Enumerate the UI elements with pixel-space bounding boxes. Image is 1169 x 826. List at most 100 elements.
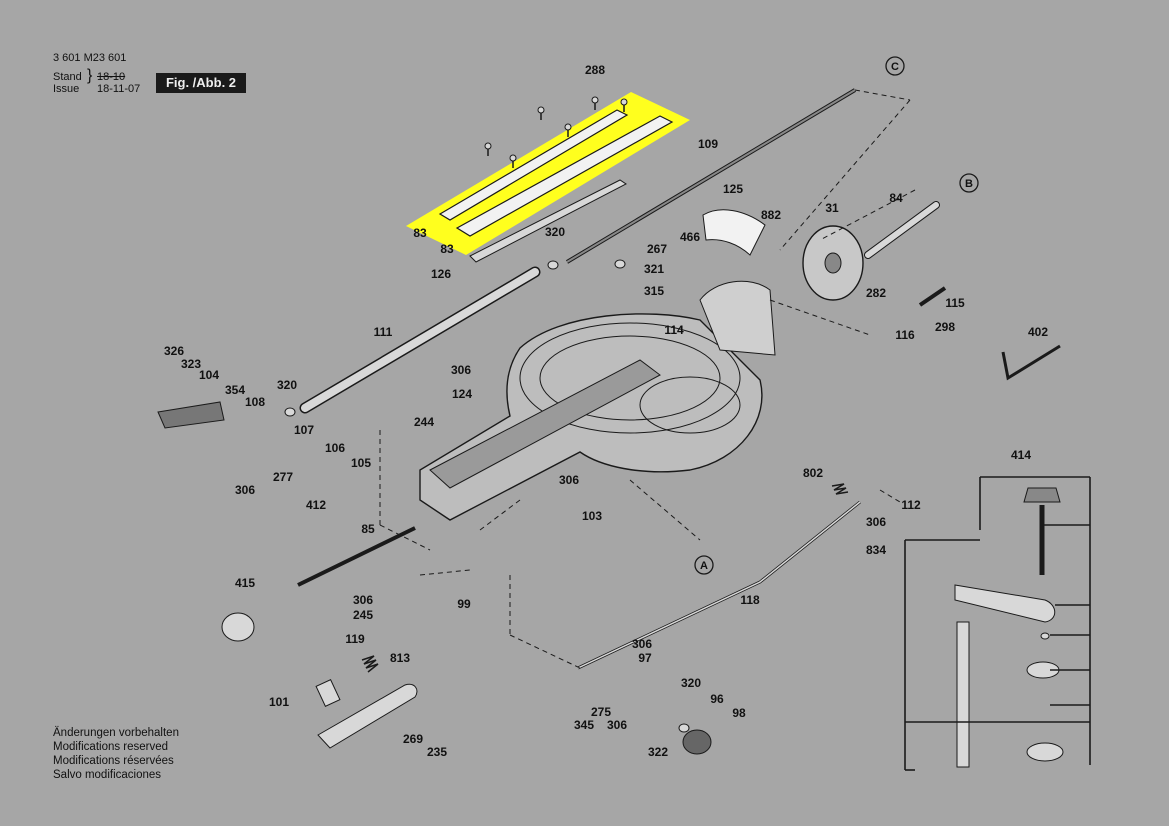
part-label: 126 [431, 267, 451, 281]
part-label: 107 [294, 423, 314, 437]
callout-circle [959, 173, 979, 193]
footer-line: Änderungen vorbehalten [53, 727, 179, 739]
part-label: 306 [632, 637, 652, 651]
part-label: 306 [451, 363, 471, 377]
rail-part [455, 115, 674, 237]
part-label: 97 [638, 651, 652, 665]
part-label: 306 [353, 593, 373, 607]
leader-line [629, 479, 701, 541]
pivot-head [699, 280, 776, 356]
part-label: 813 [390, 651, 410, 665]
part-label: 415 [235, 576, 255, 590]
part-label: 882 [761, 208, 781, 222]
part-label: 282 [866, 286, 886, 300]
part-label: 354 [225, 383, 245, 397]
part-label: 31 [825, 201, 839, 215]
clamp-knob [1023, 487, 1061, 503]
part-label: 84 [889, 191, 903, 205]
part-label: 98 [732, 706, 746, 720]
part-label: 108 [245, 395, 265, 409]
part-label: 322 [648, 745, 668, 759]
part-label: 83 [440, 242, 454, 256]
part-label: 320 [545, 225, 565, 239]
part-label: 298 [935, 320, 955, 334]
part-label: 235 [427, 745, 447, 759]
part-label: 275 [591, 705, 611, 719]
lever-part [157, 401, 225, 429]
spring-part [831, 483, 849, 495]
rod-part [865, 202, 939, 258]
screw-shape [620, 98, 628, 106]
figure-badge: Fig. /Abb. 2 [156, 73, 246, 93]
leader-line [769, 299, 871, 336]
brace-symbol: } [87, 67, 93, 84]
screw-shape [564, 123, 572, 131]
screw-shape [591, 96, 599, 104]
part-label: 85 [361, 522, 375, 536]
part-label: 315 [644, 284, 664, 298]
part-label: 277 [273, 470, 293, 484]
part-label: 267 [647, 242, 667, 256]
part-label: 115 [945, 296, 965, 310]
part-shapes [157, 88, 1091, 771]
base-groove [539, 335, 721, 421]
highlight-region [406, 92, 690, 255]
part-label: 114 [664, 323, 684, 337]
part-label: 119 [345, 632, 365, 646]
part-label: 103 [582, 509, 602, 523]
part-label: 269 [403, 732, 423, 746]
part-label: 96 [710, 692, 724, 706]
stand-label: Stand [53, 71, 82, 83]
hex-key [1001, 344, 1061, 381]
part-label: 306 [607, 718, 627, 732]
part-label: 83 [413, 226, 427, 240]
part-label: 99 [457, 597, 471, 611]
leader-line [379, 524, 431, 551]
part-label: 118 [740, 593, 760, 607]
knob-part [682, 729, 712, 755]
part-label: 106 [325, 441, 345, 455]
part-label: 116 [895, 328, 915, 342]
rod-part [301, 268, 539, 412]
part-label: 112 [901, 498, 921, 512]
leader-line [879, 489, 901, 503]
part-label: 306 [559, 473, 579, 487]
handwheel [824, 252, 842, 274]
rail-part [438, 109, 629, 221]
part-label: 321 [644, 262, 664, 276]
strip-part [469, 179, 627, 263]
part-label: 101 [269, 695, 289, 709]
doc-number: 3 601 M23 601 [53, 52, 127, 64]
part-label: 326 [164, 344, 184, 358]
washer-shape [1040, 632, 1050, 640]
bracket-part [315, 678, 341, 708]
part-label: 414 [1011, 448, 1031, 462]
part-label: 345 [574, 718, 594, 732]
callout-marker: C [885, 56, 905, 76]
rod-part [297, 526, 416, 587]
clamp-arm [954, 584, 1056, 623]
part-label: 834 [866, 543, 886, 557]
washer-shape [678, 723, 690, 733]
callout-markers: ABC [694, 56, 979, 575]
screw-shape [484, 142, 492, 150]
part-label: 124 [452, 387, 472, 401]
screw-shape [537, 106, 545, 114]
part-label: 323 [181, 357, 201, 371]
base-groove [639, 376, 741, 434]
callout-circle [885, 56, 905, 76]
footer-line: Modifications réservées [53, 755, 174, 767]
part-label: 412 [306, 498, 326, 512]
screw-shape [509, 154, 517, 162]
issue-date: 18-11-07 [97, 83, 141, 95]
clamp-post [956, 621, 970, 768]
footer-line: Modifications reserved [53, 741, 169, 753]
handle-part [317, 683, 418, 749]
callout-marker: B [959, 173, 979, 193]
part-label: 109 [698, 137, 718, 151]
leader-line [479, 499, 521, 531]
part-label: 111 [374, 325, 393, 339]
leader-line [419, 569, 471, 576]
part-label: 320 [277, 378, 297, 392]
